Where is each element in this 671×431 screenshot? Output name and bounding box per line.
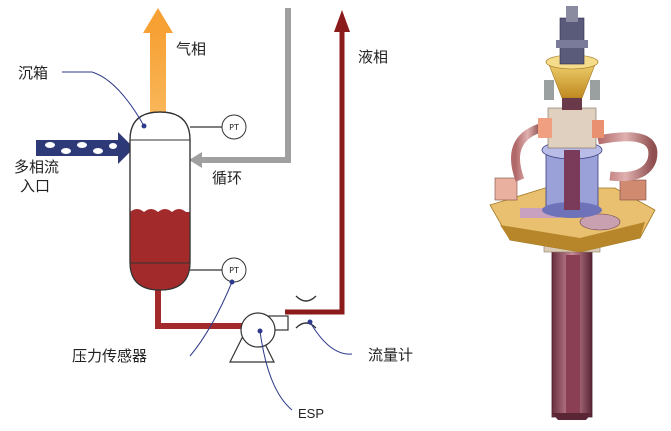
recycle-line <box>189 8 291 168</box>
liquid-phase-label: 液相 <box>358 48 388 66</box>
svg-text:PT: PT <box>229 123 239 132</box>
liquid-outlet-line <box>285 10 350 315</box>
pump-icon <box>229 312 289 363</box>
separator-3d-model-icon <box>489 6 658 420</box>
multiphase-inlet-arrow <box>36 132 134 164</box>
tank-to-pump-pipe <box>155 290 245 329</box>
gas-outlet-arrow <box>143 8 173 116</box>
pressure-sensor-label: 压力传感器 <box>72 347 147 365</box>
settling-tank-label: 沉箱 <box>18 64 48 82</box>
separator-tank <box>129 111 191 291</box>
pt-gauge-top: PT <box>190 114 247 140</box>
gas-phase-label: 气相 <box>176 40 206 58</box>
multiphase-inlet-label-line2: 入口 <box>20 177 50 195</box>
svg-text:PT: PT <box>229 266 239 275</box>
leader-lines <box>62 71 353 411</box>
recycle-label: 循环 <box>212 169 242 187</box>
pt-gauge-bottom: PT <box>190 257 247 285</box>
flow-meter-label: 流量计 <box>368 346 413 364</box>
tank-liquid <box>130 209 190 290</box>
multiphase-inlet-label-line1: 多相流 <box>14 158 59 176</box>
esp-label: ESP <box>298 406 324 421</box>
